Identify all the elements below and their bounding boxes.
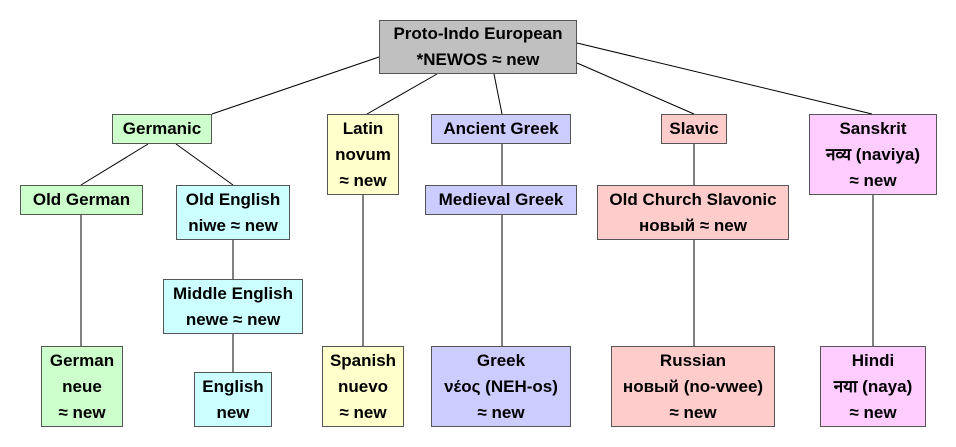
node-sanskrit: Sanskrit नव्य (naviya) ≈ new (809, 114, 937, 195)
node-line: nuevo (337, 376, 389, 396)
node-line: ≈ new (339, 402, 387, 422)
node-line: Old Church Slavonic (609, 189, 777, 209)
node-english: English new (194, 372, 272, 427)
node-line: Latin (342, 118, 384, 138)
tree-link (175, 143, 234, 186)
node-line: ≈ new (849, 170, 897, 190)
node-line: ≈ new (58, 402, 106, 422)
node-line: Ancient Greek (443, 119, 559, 138)
node-line: Greek (476, 350, 526, 370)
tree-link (576, 42, 873, 115)
node-line: Germanic (122, 119, 202, 138)
node-line: ≈ new (849, 402, 897, 422)
node-line: Sanskrit (839, 118, 907, 138)
node-line: Slavic (669, 119, 719, 138)
node-line: Russian (659, 350, 727, 370)
node-line: German (49, 350, 115, 370)
tree-link (493, 73, 503, 115)
tree-link (366, 73, 438, 115)
node-line: Medieval Greek (438, 190, 564, 209)
tree-link (80, 143, 149, 186)
node-proto-indo-european: Proto-Indo European *NEWOS ≈ new (379, 20, 577, 74)
node-middle-english: Middle English newe ≈ new (163, 279, 303, 334)
node-russian: Russian новый (no-vwee) ≈ new (611, 346, 775, 427)
node-medieval-greek: Medieval Greek (425, 185, 577, 215)
node-latin: Latin novum ≈ new (327, 114, 399, 195)
node-line: νέος (NEH-os) (444, 376, 558, 396)
node-line: ≈ new (339, 170, 387, 190)
node-line: नव्य (naviya) (825, 144, 921, 164)
node-hindi: Hindi नया (naya) ≈ new (820, 346, 926, 427)
node-line: English (202, 376, 264, 396)
node-line: नया (naya) (833, 376, 913, 396)
node-slavic: Slavic (661, 114, 727, 144)
tree-link (576, 62, 695, 115)
node-line: Old English (185, 189, 281, 209)
tree-link (211, 56, 380, 115)
node-old-german: Old German (20, 185, 143, 215)
node-germanic: Germanic (112, 114, 212, 144)
node-line: Spanish (329, 350, 397, 370)
node-line: new (216, 402, 250, 422)
node-line: ≈ new (477, 402, 525, 422)
node-spanish: Spanish nuevo ≈ new (322, 346, 404, 427)
node-line: *NEWOS ≈ new (416, 50, 540, 69)
node-line: Hindi (851, 350, 895, 370)
node-line: новый ≈ new (639, 215, 747, 235)
node-old-english: Old English niwe ≈ new (176, 185, 290, 240)
node-greek: Greek νέος (NEH-os) ≈ new (431, 346, 571, 427)
node-line: Proto-Indo European (393, 24, 563, 43)
node-line: новый (no-vwee) (622, 376, 764, 396)
node-german: German neue ≈ new (41, 346, 123, 427)
node-ancient-greek: Ancient Greek (431, 114, 571, 144)
node-line: ≈ new (669, 402, 717, 422)
node-line: niwe ≈ new (188, 215, 278, 235)
node-line: novum (335, 144, 391, 164)
node-old-church-slavonic: Old Church Slavonic новый ≈ new (597, 185, 789, 240)
node-line: neue (62, 376, 102, 396)
node-line: Old German (32, 190, 131, 209)
node-line: Middle English (173, 283, 293, 303)
node-line: newe ≈ new (185, 309, 281, 329)
